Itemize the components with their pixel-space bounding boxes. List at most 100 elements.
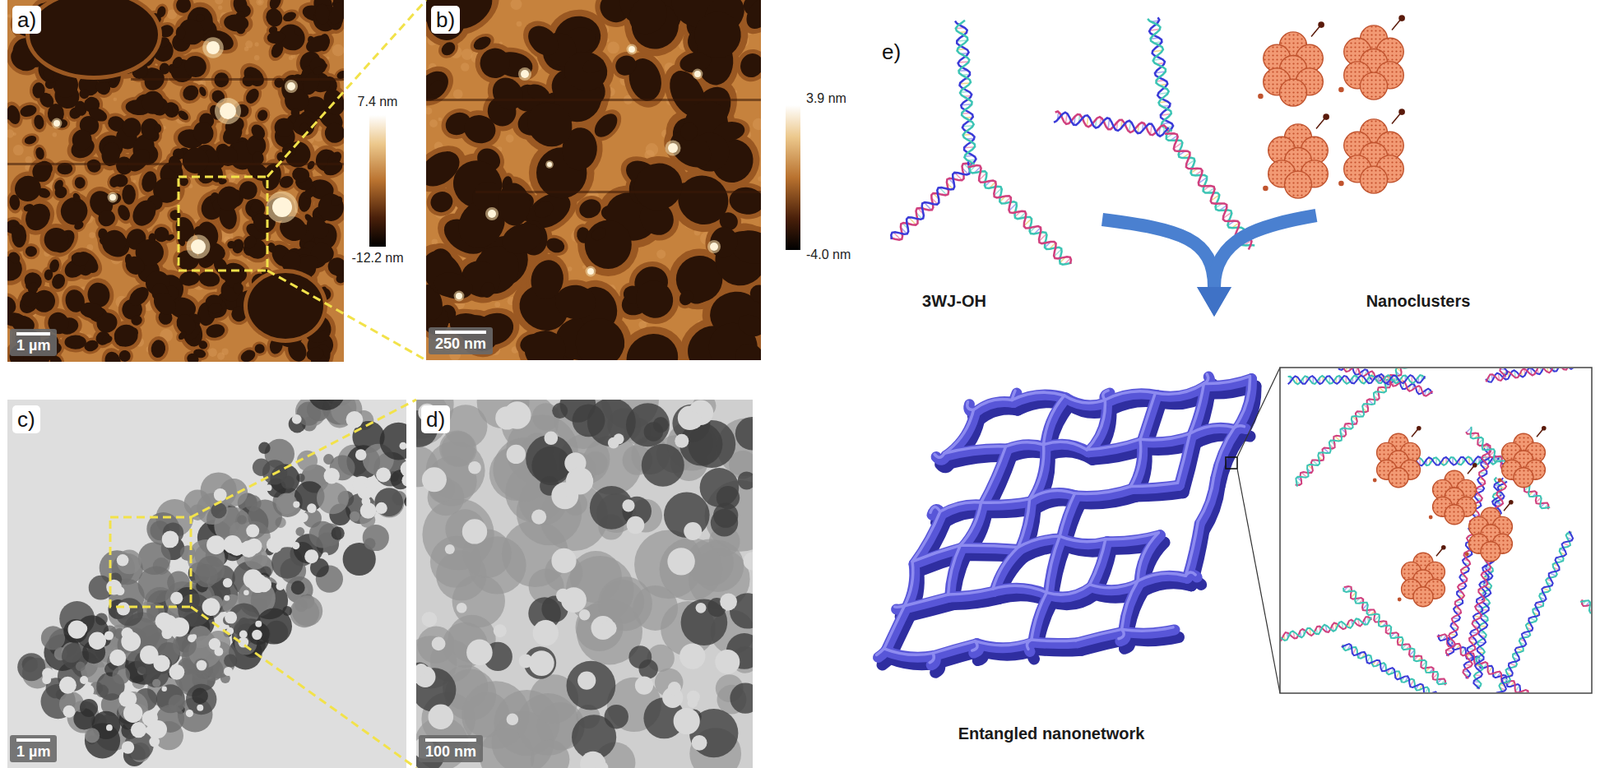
tem-image (162, 686, 167, 692)
tem-image (210, 502, 227, 519)
afm-image (197, 85, 208, 98)
afm-image (518, 67, 532, 81)
afm-image (70, 250, 90, 267)
tem-image (196, 704, 204, 712)
tem-image (68, 621, 87, 640)
afm-image (332, 44, 344, 57)
afm-image (21, 291, 39, 308)
tem-image (245, 495, 262, 512)
tem-image (374, 487, 404, 518)
afm-image (429, 119, 438, 128)
afm-image (176, 142, 214, 179)
tem-image (130, 722, 147, 738)
tem-image (170, 617, 190, 637)
afm-image (587, 268, 594, 275)
afm-image (129, 314, 144, 327)
tem-image (89, 634, 98, 643)
afm-image (709, 242, 719, 251)
afm-image (120, 115, 144, 140)
afm-image (757, 176, 761, 182)
afm-image (70, 173, 89, 193)
tem-image (185, 709, 194, 718)
afm-image (231, 281, 246, 296)
afm-image (227, 240, 237, 250)
afm-image (628, 273, 682, 326)
afm-image (190, 119, 216, 146)
afm-image (531, 197, 557, 222)
tem-image (106, 724, 113, 732)
afm-image (241, 232, 260, 251)
afm-image (199, 81, 204, 85)
tem-image (7, 399, 407, 768)
tem-image (222, 578, 233, 589)
afm-image (707, 240, 721, 254)
afm-image (694, 70, 701, 78)
afm-image (104, 190, 123, 207)
afm-image (15, 287, 44, 317)
tem-image (251, 630, 262, 640)
afm-image (50, 272, 68, 292)
afm-image (217, 177, 228, 186)
tem-image (295, 527, 305, 537)
tem-image (214, 647, 224, 657)
afm-image (258, 0, 263, 5)
tem-image (346, 411, 364, 429)
afm-image (728, 185, 761, 217)
tem-image (123, 704, 143, 724)
afm-image (678, 120, 700, 143)
tem-image (187, 635, 196, 644)
afm-image (109, 194, 116, 201)
afm-image (128, 195, 161, 231)
afm-image (426, 98, 761, 102)
afm-image (8, 223, 24, 241)
tem-image (316, 482, 349, 515)
afm-image (85, 157, 103, 175)
afm-image (176, 329, 188, 342)
afm-image (214, 97, 242, 125)
afm-image (588, 224, 609, 243)
afm-image (207, 302, 223, 316)
tem-image (292, 414, 302, 425)
tem-image (194, 658, 209, 673)
afm-image (121, 184, 136, 205)
tem-image (170, 592, 183, 605)
tem-image (115, 598, 144, 627)
tem-image (63, 705, 76, 719)
afm-image (272, 197, 293, 218)
afm-image (175, 0, 193, 14)
tem-image (148, 720, 167, 739)
tem-image (196, 660, 208, 672)
afm-image (7, 162, 344, 166)
afm-image (116, 347, 133, 362)
afm-image (141, 90, 164, 114)
afm-image (705, 222, 761, 296)
afm-image (324, 0, 344, 28)
tem-image (121, 627, 135, 640)
afm-image (180, 82, 202, 104)
afm-image (185, 351, 201, 362)
afm-image (202, 37, 224, 59)
afm-image (292, 26, 304, 38)
afm-image (266, 29, 287, 45)
afm-image (291, 166, 311, 184)
afm-image (431, 268, 476, 303)
tem-image (416, 399, 753, 768)
afm-image (123, 144, 154, 177)
afm-image (25, 0, 163, 80)
afm-image (107, 174, 122, 190)
tem-image (245, 524, 260, 538)
afm-image (545, 160, 554, 169)
afm-image (685, 2, 752, 69)
afm-image (206, 41, 220, 55)
afm-image (7, 0, 344, 362)
tem-image (162, 537, 174, 549)
tem-image (116, 554, 130, 567)
afm-image (121, 252, 149, 279)
afm-image (13, 144, 24, 156)
tem-image (364, 537, 376, 550)
afm-image (454, 291, 465, 302)
afm-image (149, 338, 167, 359)
afm-image (567, 266, 573, 272)
afm-image (176, 108, 191, 122)
